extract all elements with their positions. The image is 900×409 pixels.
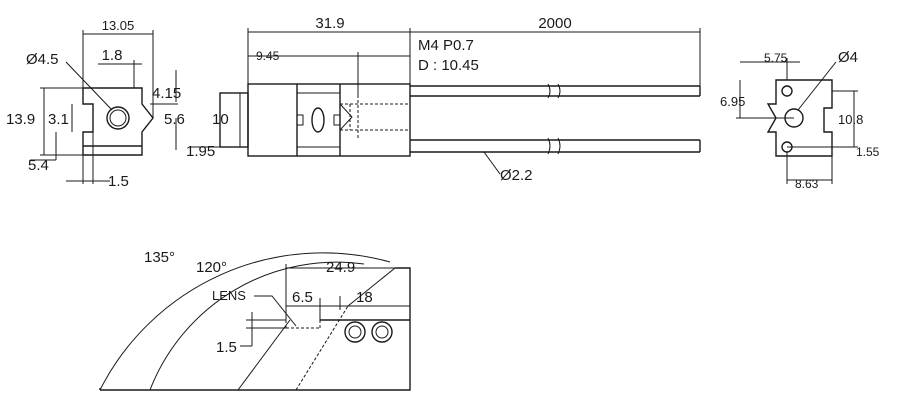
- dim-24-9: 24.9: [326, 259, 355, 276]
- arc-120: [149, 261, 365, 391]
- side-body-main: [247, 83, 411, 157]
- dim-10: 10: [212, 111, 229, 128]
- dim-5-75: 5.75: [764, 51, 788, 65]
- leader-dia-4-5: [65, 61, 113, 111]
- front-view: 13.05 1.8 Ø4.5 4.15 5.6 13.9 3.1 5.4 1.5: [6, 18, 185, 190]
- angle-135: 135°: [144, 249, 175, 266]
- dim-9-45: 9.45: [256, 49, 280, 63]
- end-view: 5.75 Ø4 6.95 10.8 1.55 8.63: [720, 49, 880, 191]
- dim-dia-4-5: Ø4.5: [26, 51, 59, 68]
- leader-dia-2-2: [483, 151, 501, 175]
- dim-5-6: 5.6: [164, 111, 185, 128]
- angle-view: 135° 120° 24.9 LENS 6.5 18 1.5: [99, 249, 411, 391]
- lens-label: LENS: [212, 288, 246, 303]
- dim-4-15: 4.15: [152, 85, 181, 102]
- dim-3-1: 3.1: [48, 111, 69, 128]
- front-lens-hole-inner: [109, 109, 127, 127]
- dim-13-05: 13.05: [102, 18, 135, 33]
- end-body-outline: [766, 79, 833, 157]
- dim-6-95: 6.95: [720, 94, 745, 109]
- dim-1-95: 1.95: [186, 143, 215, 160]
- dim-1-5-angle: 1.5: [216, 339, 237, 356]
- dim-31-9: 31.9: [315, 15, 344, 32]
- side-lens: [311, 107, 325, 133]
- side-view: 31.9 2000 9.45 M4 P0.7 D : 10.45 10 1.95…: [186, 15, 701, 184]
- dim-18: 18: [356, 289, 373, 306]
- dim-dia-4: Ø4: [838, 49, 858, 66]
- angle-hole-left: [344, 321, 366, 343]
- arc-135: [99, 252, 391, 391]
- angle-hole-right: [371, 321, 393, 343]
- front-body-outline: [82, 87, 154, 156]
- leader-dia-4: [797, 61, 837, 111]
- thread-spec: M4 P0.7: [418, 37, 474, 54]
- end-hole-top: [781, 85, 793, 97]
- cut-line-120: [237, 319, 291, 391]
- angle-120: 120°: [196, 259, 227, 276]
- dim-5-4: 5.4: [28, 157, 49, 174]
- dim-13-9: 13.9: [6, 111, 35, 128]
- dim-1-55: 1.55: [856, 145, 880, 159]
- leader-lens: [254, 295, 297, 327]
- dim-1-5-front: 1.5: [108, 173, 129, 190]
- thread-depth: D : 10.45: [418, 57, 479, 74]
- dim-1-8: 1.8: [102, 47, 123, 64]
- dim-8-63: 8.63: [795, 177, 819, 191]
- dim-10-8: 10.8: [838, 112, 863, 127]
- dim-dia-2-2: Ø2.2: [500, 167, 533, 184]
- cut-line-135: [295, 305, 349, 391]
- dim-6-5: 6.5: [292, 289, 313, 306]
- dim-2000: 2000: [538, 15, 571, 32]
